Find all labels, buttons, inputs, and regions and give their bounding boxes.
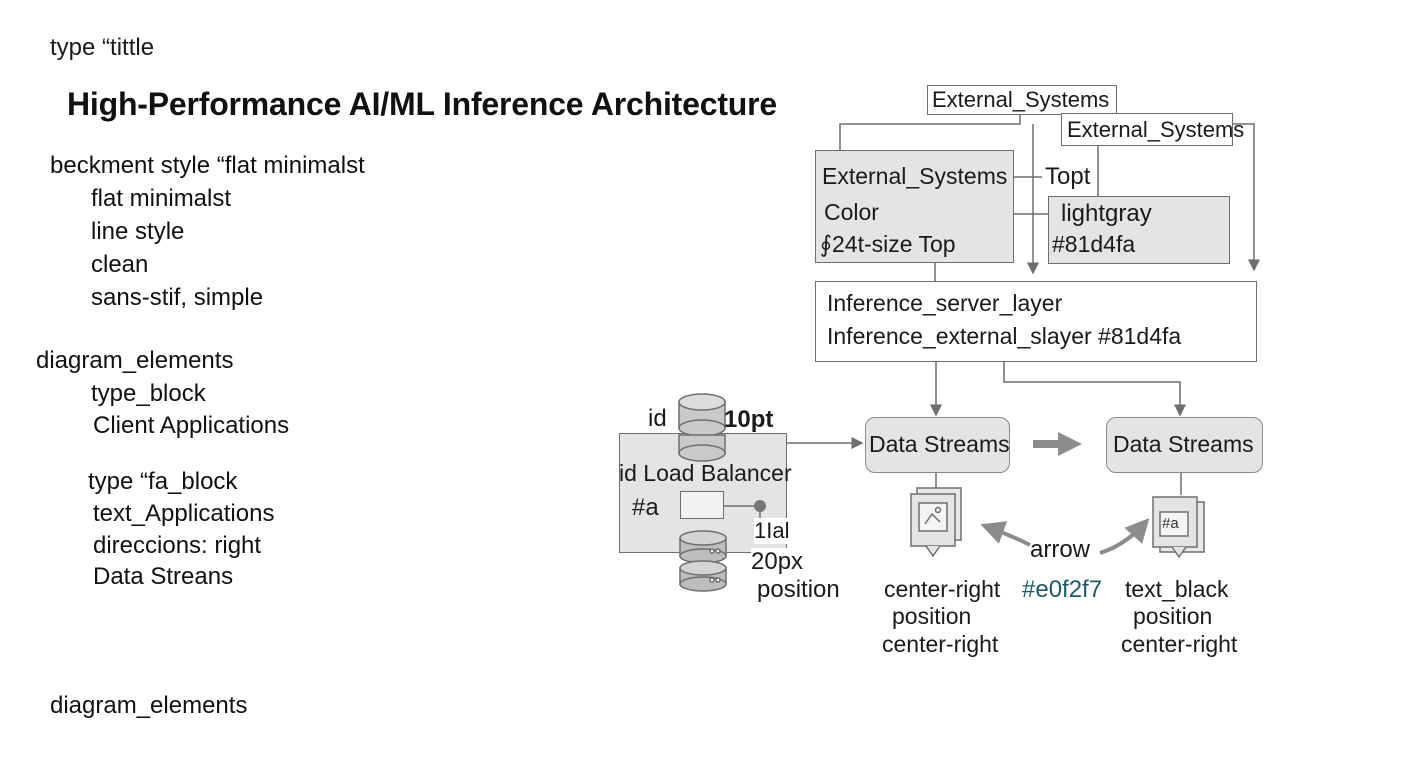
caption-line: center-right	[884, 576, 1001, 602]
lb-position-label: position	[757, 576, 840, 603]
lb-side-label: 20px	[751, 548, 804, 577]
block-item: text_Applications	[93, 500, 275, 527]
topt-label: Topt	[1045, 163, 1091, 190]
title-type-label: type “tittle	[50, 34, 155, 61]
caption-line: text_black	[1125, 576, 1229, 602]
lb-title: id Load Balancer	[619, 460, 792, 486]
block-item: direccions: right	[93, 532, 262, 559]
box-label: #81d4fa	[1052, 231, 1136, 257]
connector-line	[1003, 362, 1186, 417]
style-item: clean	[91, 251, 149, 278]
box-label: External_Systems	[1067, 117, 1245, 142]
lb-size-label: 10pt	[724, 406, 774, 433]
block-item: Client Applications	[93, 412, 290, 439]
style-heading: beckment style “flat minimalst	[50, 152, 365, 179]
style-item: line style	[91, 218, 185, 245]
lightgray-box: lightgray #81d4fa	[1048, 196, 1230, 264]
box-label: ∮24t-size Top	[820, 231, 956, 257]
external-systems-box-top: External_Systems	[927, 85, 1117, 115]
caption-line: position	[1133, 603, 1213, 629]
box-label: Color	[824, 199, 879, 225]
pointer-dot	[754, 500, 766, 512]
diagram-elements-heading: diagram_elements	[36, 347, 234, 374]
diagram-elements-footer: diagram_elements	[50, 692, 248, 719]
database-icon	[678, 393, 726, 462]
lb-side-label: 1Ial	[754, 518, 790, 545]
lb-inner-panel	[680, 491, 724, 519]
caption-line: center-right	[882, 631, 999, 657]
arrow-label: arrow	[1030, 536, 1091, 563]
inference-server-box: Inference_server_layer Inference_externa…	[815, 281, 1257, 362]
style-item: flat minimalst	[91, 185, 232, 212]
caption-line: center-right	[1121, 631, 1238, 657]
lb-hash: #a	[632, 494, 659, 521]
lb-id-label: id	[648, 405, 667, 432]
page-title: High-Performance AI/ML Inference Archite…	[67, 86, 777, 122]
style-item: sans-stif, simple	[91, 284, 264, 311]
block-item: type “fa_block	[88, 468, 238, 495]
connector-line	[1230, 123, 1260, 272]
data-streams-right: Data Streams	[1106, 417, 1263, 473]
data-streams-left: Data Streams	[865, 417, 1010, 473]
connector-line	[839, 113, 1021, 150]
document-image-icon	[910, 487, 962, 558]
curved-arrow-right	[1099, 518, 1150, 555]
external-systems-box-second: External_Systems	[1061, 113, 1244, 146]
box-label: lightgray	[1061, 200, 1152, 227]
external-systems-gray-box: External_Systems Color ∮24t-size Top	[815, 150, 1014, 263]
curved-arrow-left	[980, 521, 1031, 547]
color-label: #e0f2f7	[1022, 576, 1103, 603]
document-hash-icon	[1152, 496, 1205, 559]
block-item: Data Streans	[93, 563, 234, 590]
flow-arrow-head	[1058, 432, 1082, 456]
box-label: External_Systems	[822, 163, 1008, 189]
caption-line: position	[892, 603, 972, 629]
box-label: Inference_external_slayer #81d4fa	[827, 323, 1182, 349]
box-label: Inference_server_layer	[827, 290, 1063, 316]
box-label: Data Streams	[869, 431, 1010, 457]
database-icon-stack	[679, 530, 727, 592]
block-item: type_block	[91, 380, 206, 407]
box-label: External_Systems	[932, 87, 1110, 112]
hash-icon-text: #a	[1162, 515, 1179, 532]
box-label: Data Streams	[1113, 431, 1254, 457]
